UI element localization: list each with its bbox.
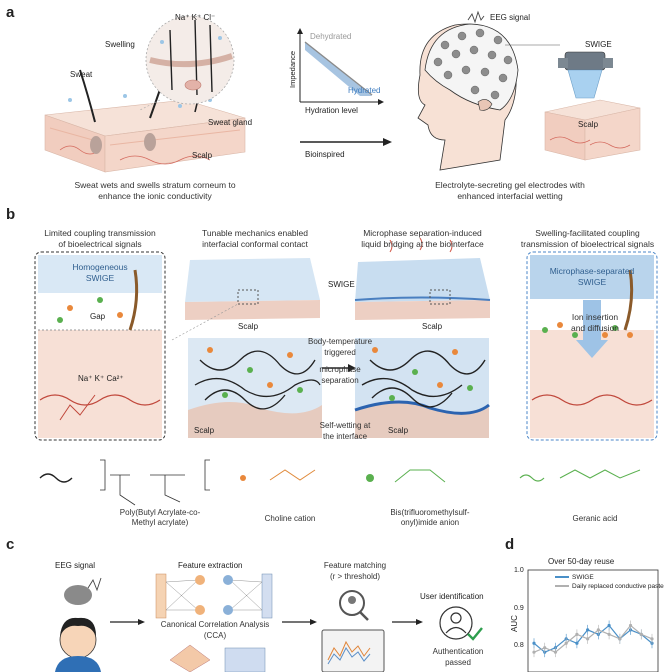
swelling-label: Swelling: [105, 40, 135, 49]
ytick-1-0: 1.0: [514, 567, 524, 574]
legend-paste: Daily replaced conductive paste: [555, 583, 664, 590]
scalp-label-col3: Scalp: [422, 322, 442, 331]
series-line-paste: [534, 625, 652, 652]
hydrated-label: Hydrated: [348, 86, 380, 95]
scalp-label-col3-zoom: Scalp: [388, 426, 408, 435]
legend-geranic-acid: Geranic acid: [555, 514, 635, 524]
scalp-label-a: Scalp: [192, 151, 212, 160]
legend-swige-swatch: [555, 576, 569, 578]
feature-matching-label: Feature matching(r > threshold): [305, 560, 405, 582]
ytick-0-8: 0.8: [514, 642, 524, 649]
ions-label-b: Na⁺ K⁺ Ca²⁺: [78, 374, 124, 383]
chart-title: Over 50-day reuse: [548, 557, 614, 566]
zoom-circle: [140, 16, 234, 110]
legend-icons: [40, 460, 640, 505]
swige-label-b: SWIGE: [328, 280, 355, 289]
head-with-eeg-cap: [418, 12, 518, 170]
legend-polymer: Poly(Butyl Acrylate-co-Methyl acrylate): [90, 508, 230, 528]
legend-choline: Choline cation: [245, 514, 335, 524]
eeg-signal-label-a: EEG signal: [490, 13, 530, 22]
legend-paste-swatch: [555, 585, 569, 587]
legend-tfsi: Bis(trifluoromethylsulf-onyl)imide anion: [370, 508, 490, 528]
caption-right-a: Electrolyte-secreting gel electrodes wit…: [400, 180, 620, 202]
legend-swige: SWIGE: [555, 574, 594, 581]
hydration-axis-label: Hydration level: [305, 106, 358, 115]
dehydrated-label: Dehydrated: [310, 32, 351, 41]
scalp-label-col2-zoom: Scalp: [194, 426, 214, 435]
caption-left-a: Sweat wets and swells stratum corneum to…: [40, 180, 270, 202]
swige-electrode-block: [505, 45, 640, 160]
liquid-bridging-top: [355, 238, 490, 320]
eeg-signal-label-c: EEG signal: [55, 561, 95, 570]
conformal-contact-top: [185, 258, 320, 320]
sweat-label: Sweat: [70, 70, 92, 79]
scalp-label-col2: Scalp: [238, 322, 258, 331]
sweat-gland-label: Sweat gland: [208, 118, 252, 127]
gap-label: Gap: [90, 312, 105, 321]
swige-label-a: SWIGE: [585, 40, 612, 49]
series-line-swige: [534, 625, 652, 652]
scalp-label-a-right: Scalp: [578, 120, 598, 129]
cca-label: Canonical Correlation Analysis(CCA): [150, 619, 280, 641]
ions-label: Na⁺ K⁺ Cl⁻: [175, 13, 215, 22]
bioinspired-arrow: [300, 138, 392, 146]
impedance-axis-label: Impedance: [288, 51, 297, 88]
chart-ylabel: AUC: [510, 615, 519, 632]
bioinspired-label: Bioinspired: [305, 150, 345, 159]
feature-extraction-label: Feature extraction: [178, 561, 242, 570]
user-identification-label: User identification: [420, 592, 484, 601]
ytick-0-9: 0.9: [514, 605, 524, 612]
